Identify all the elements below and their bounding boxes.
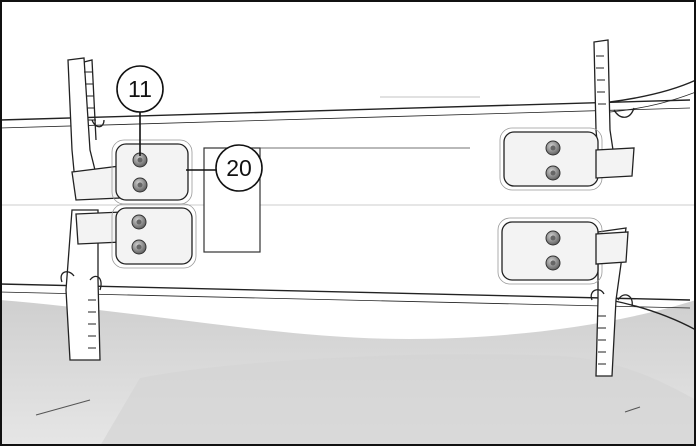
bracket-right-upper [499, 127, 635, 191]
floor-line-right [624, 406, 641, 413]
callout-circle [116, 65, 164, 113]
beam-assembly [0, 79, 696, 331]
callout-11: 11 [116, 65, 164, 156]
floor-shadow-inner [100, 354, 696, 446]
right-lower-strap [590, 227, 633, 377]
bracket-left-lower [75, 203, 197, 269]
bracket-right-lower [497, 217, 629, 285]
floor-line-left [35, 399, 91, 416]
left-lower-strap [60, 209, 102, 361]
callout-label: 20 [226, 155, 252, 181]
callout-label: 11 [128, 76, 152, 102]
callout-20: 20 [186, 144, 263, 192]
callout-circle [215, 144, 263, 192]
bracket-left-upper [71, 139, 193, 205]
